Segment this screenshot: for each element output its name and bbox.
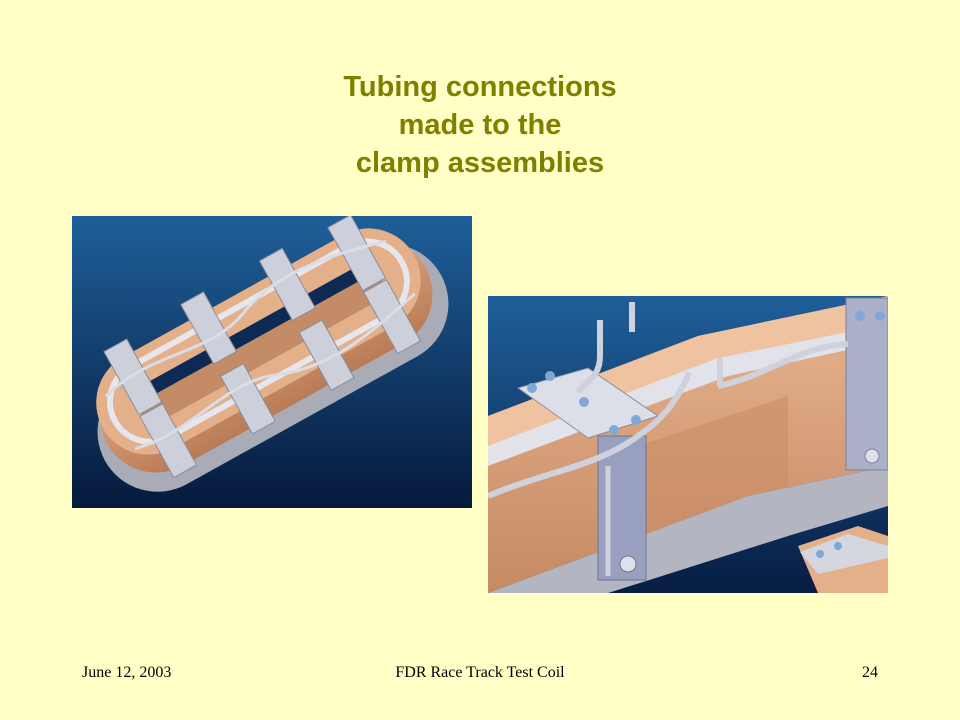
title-line-3: clamp assemblies [355,147,605,179]
footer-page-number: 24 [862,664,878,681]
racetrack-coil-overview-image [72,216,472,508]
title-line-1: Tubing connections [343,71,617,103]
footer-date: June 12, 2003 [82,664,172,681]
title-line-2: made to the [398,109,562,141]
footer-title: FDR Race Track Test Coil [395,664,565,681]
slide-title: Tubing connections made to the clamp ass… [0,68,960,182]
clamp-tubing-closeup-image [488,296,888,593]
